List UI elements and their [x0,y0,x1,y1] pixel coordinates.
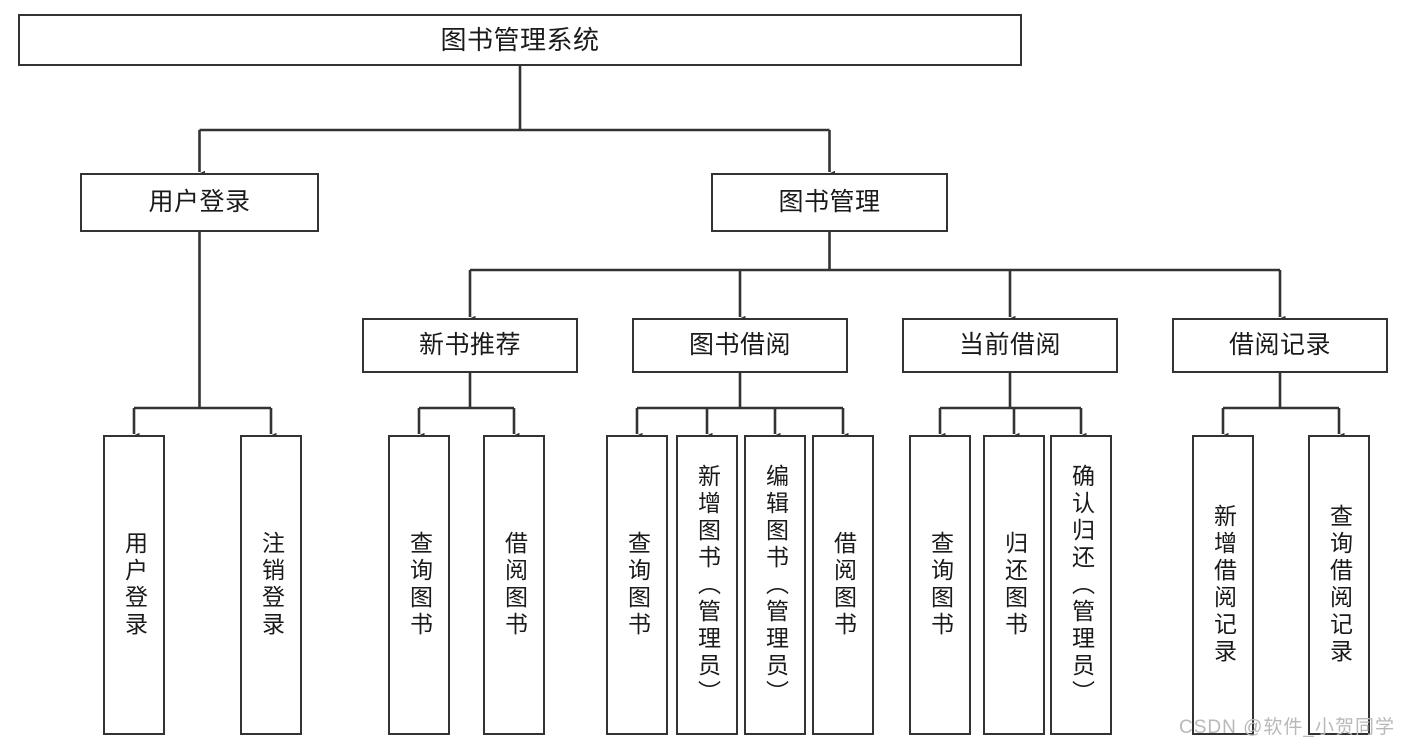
node-label: 确认归还（管理员） [1068,463,1095,707]
node-root[interactable]: 图书管理系统 [18,14,1022,66]
node-leaf-confirm-return[interactable]: 确认归还（管理员） [1050,435,1112,735]
node-leaf-query-book-3[interactable]: 查询图书 [909,435,971,735]
node-label: 图书借阅 [688,330,791,359]
node-user-login[interactable]: 用户登录 [80,173,319,232]
node-leaf-borrow-book-1[interactable]: 借阅图书 [483,435,545,735]
node-label: 图书管理系统 [440,24,600,55]
node-leaf-query-record[interactable]: 查询借阅记录 [1308,435,1370,735]
node-label: 借阅记录 [1228,330,1331,359]
node-leaf-edit-book[interactable]: 编辑图书（管理员） [744,435,806,735]
node-leaf-user-login[interactable]: 用户登录 [103,435,165,735]
node-label: 用户登录 [148,187,251,216]
node-label: 借阅图书 [830,531,857,639]
watermark-text: CSDN @软件_小贺同学 [1179,717,1395,738]
node-label: 归还图书 [1001,531,1028,639]
node-book-manage[interactable]: 图书管理 [711,173,948,232]
node-label: 查询借阅记录 [1326,504,1353,666]
node-label: 新增图书（管理员） [694,463,721,707]
node-label: 新增借阅记录 [1210,504,1237,666]
node-label: 注销登录 [258,531,285,639]
node-label: 查询图书 [406,531,433,639]
node-leaf-user-logout[interactable]: 注销登录 [240,435,302,735]
node-leaf-add-book[interactable]: 新增图书（管理员） [676,435,738,735]
node-label: 查询图书 [624,531,651,639]
node-new-book-rec[interactable]: 新书推荐 [362,318,578,373]
node-label: 查询图书 [927,531,954,639]
node-leaf-query-book-1[interactable]: 查询图书 [388,435,450,735]
node-label: 当前借阅 [958,330,1061,359]
node-leaf-return-book[interactable]: 归还图书 [983,435,1045,735]
node-leaf-add-record[interactable]: 新增借阅记录 [1192,435,1254,735]
node-label: 编辑图书（管理员） [762,463,789,707]
node-book-borrow[interactable]: 图书借阅 [632,318,848,373]
node-label: 用户登录 [121,531,148,639]
node-label: 图书管理 [778,187,881,216]
node-borrow-record[interactable]: 借阅记录 [1172,318,1388,373]
node-leaf-query-book-2[interactable]: 查询图书 [606,435,668,735]
node-label: 借阅图书 [501,531,528,639]
node-current-borrow[interactable]: 当前借阅 [902,318,1118,373]
node-leaf-borrow-book-2[interactable]: 借阅图书 [812,435,874,735]
node-label: 新书推荐 [418,330,521,359]
